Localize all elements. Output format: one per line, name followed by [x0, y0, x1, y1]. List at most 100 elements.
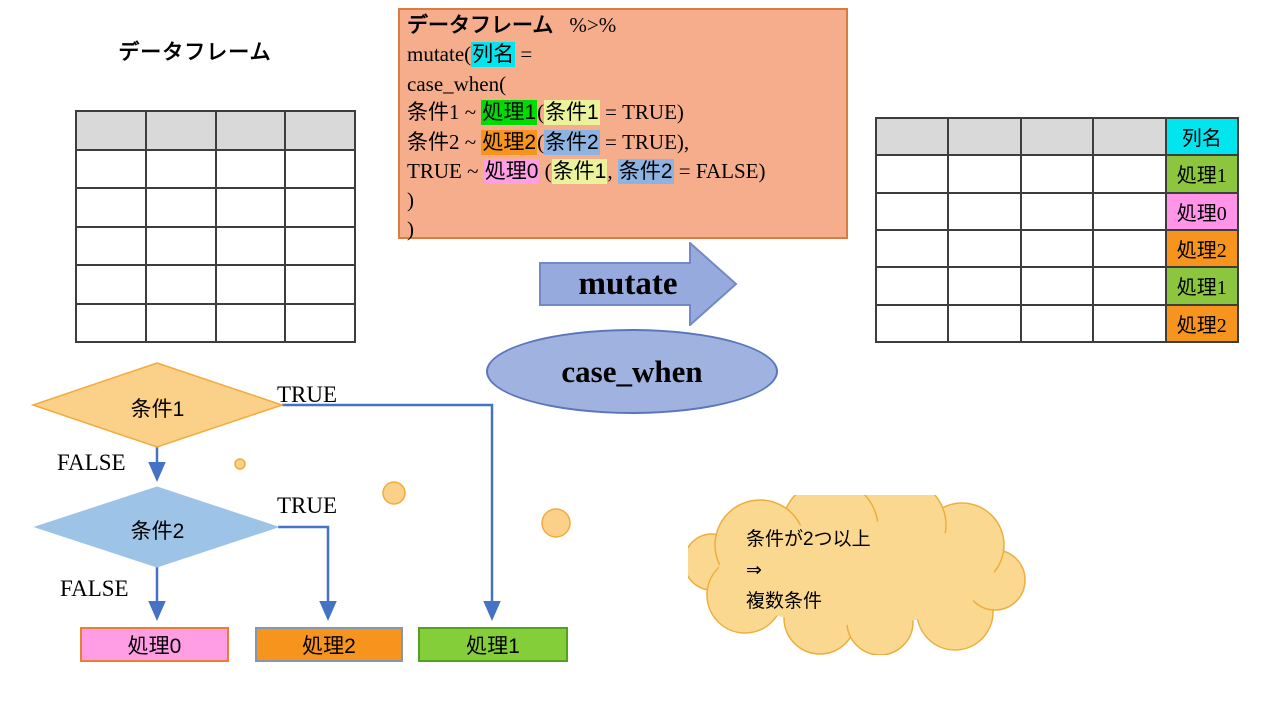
table-cell	[1019, 228, 1095, 269]
table-cell	[947, 228, 1022, 269]
callout-dot-small	[234, 458, 246, 470]
table-cell	[1092, 228, 1167, 269]
table-cell	[947, 266, 1022, 306]
code-process0-highlight: 処理0	[483, 159, 540, 185]
table-cell	[75, 225, 147, 266]
code-condition2-highlight: 条件2	[617, 159, 674, 185]
code-text: 条件1 ~	[407, 100, 482, 125]
table-cell	[947, 191, 1022, 231]
cloud-note: 条件が2つ以上 ⇒ 複数条件	[746, 524, 986, 617]
table-cell	[874, 303, 950, 344]
table-cell	[284, 110, 356, 151]
new-column-cell: 処理1	[1164, 154, 1240, 194]
code-box: データフレーム%>% mutate(列名 = case_when( 条件1 ~ …	[398, 8, 848, 241]
new-column-cell: 処理2	[1164, 303, 1240, 344]
table-cell	[214, 302, 287, 343]
new-column-header: 列名	[1164, 116, 1240, 157]
code-line: 条件1 ~ 処理1(条件1 = TRUE)	[407, 98, 846, 127]
table-cell	[284, 225, 356, 266]
code-text: mutate(	[407, 42, 472, 67]
code-text: )	[407, 216, 414, 241]
code-condition1-highlight: 条件1	[544, 100, 600, 126]
condition1-diamond	[30, 362, 285, 448]
flowchart-connectors	[30, 362, 571, 621]
condition2-diamond	[33, 486, 280, 568]
table-cell	[284, 148, 356, 189]
true1-label: TRUE	[277, 382, 338, 407]
code-line: )	[407, 186, 846, 214]
code-text: 条件2 ~	[407, 129, 482, 154]
callout-dot-medium	[382, 481, 406, 505]
table-row	[75, 302, 356, 343]
case-when-label: case_when	[561, 353, 703, 389]
code-condition1-highlight: 条件1	[551, 159, 608, 185]
table-cell	[1092, 191, 1167, 231]
table-cell	[874, 191, 950, 231]
table-cell	[214, 110, 287, 151]
table-cell	[284, 264, 356, 305]
code-text: (	[539, 159, 552, 184]
table-cell	[144, 225, 217, 266]
table-row: 列名	[874, 116, 1240, 157]
table-cell	[947, 154, 1022, 194]
process1-box: 処理1	[418, 627, 568, 662]
code-condition2-highlight: 条件2	[544, 129, 600, 155]
table-cell	[1092, 116, 1167, 157]
false1-label: FALSE	[57, 450, 126, 475]
code-text: =	[515, 42, 533, 67]
table-cell	[1092, 266, 1167, 306]
table-cell	[284, 302, 356, 343]
condition2-label: 条件2	[130, 520, 185, 543]
table-cell	[1019, 116, 1095, 157]
table-cell	[947, 303, 1022, 344]
code-text: = TRUE)	[599, 100, 684, 125]
code-line: )	[407, 215, 846, 243]
table-cell	[75, 187, 147, 228]
table-cell	[1019, 303, 1095, 344]
cloud-callout	[688, 495, 1026, 655]
table-cell	[214, 187, 287, 228]
process0-box: 処理0	[80, 627, 229, 662]
table-row	[75, 148, 356, 189]
table-row	[75, 264, 356, 305]
true2-label: TRUE	[277, 493, 338, 518]
table-cell	[214, 225, 287, 266]
table-row: 処理2	[874, 303, 1240, 344]
callout-dot-large	[541, 508, 571, 538]
table-cell	[1019, 266, 1095, 306]
code-text: ,	[607, 159, 618, 184]
table-cell	[214, 148, 287, 189]
result-dataframe-table: 列名 処理1 処理0 処理2 処理1 処理2	[874, 116, 1240, 344]
code-line: TRUE ~ 処理0 (条件1, 条件2 = FALSE)	[407, 157, 846, 186]
true1-connector	[282, 403, 501, 621]
true2-connector	[278, 525, 337, 621]
table-cell	[75, 302, 147, 343]
code-process1-highlight: 処理1	[481, 100, 538, 126]
table-row	[75, 110, 356, 151]
new-column-cell: 処理0	[1164, 191, 1240, 231]
code-line: データフレーム%>%	[407, 11, 846, 40]
code-line: mutate(列名 =	[407, 40, 846, 69]
code-text: )	[407, 188, 414, 213]
table-cell	[284, 187, 356, 228]
table-cell	[144, 110, 217, 151]
table-cell	[144, 302, 217, 343]
table-cell	[144, 148, 217, 189]
mutate-arrow	[539, 242, 738, 326]
table-cell	[75, 148, 147, 189]
table-row	[75, 225, 356, 266]
cloud-note-line: ⇒	[746, 560, 762, 581]
table-cell	[75, 264, 147, 305]
source-dataframe-table	[75, 110, 356, 343]
code-pipe-operator: %>%	[569, 13, 617, 37]
table-cell	[1019, 191, 1095, 231]
table-cell	[874, 116, 950, 157]
code-text: (	[537, 100, 545, 125]
table-row: 処理1	[874, 154, 1240, 194]
code-process2-highlight: 処理2	[481, 129, 538, 155]
table-cell	[1019, 154, 1095, 194]
code-text: TRUE ~	[407, 159, 484, 184]
code-text: case_when(	[407, 71, 507, 96]
process2-box: 処理2	[255, 627, 403, 662]
code-line: case_when(	[407, 70, 846, 98]
